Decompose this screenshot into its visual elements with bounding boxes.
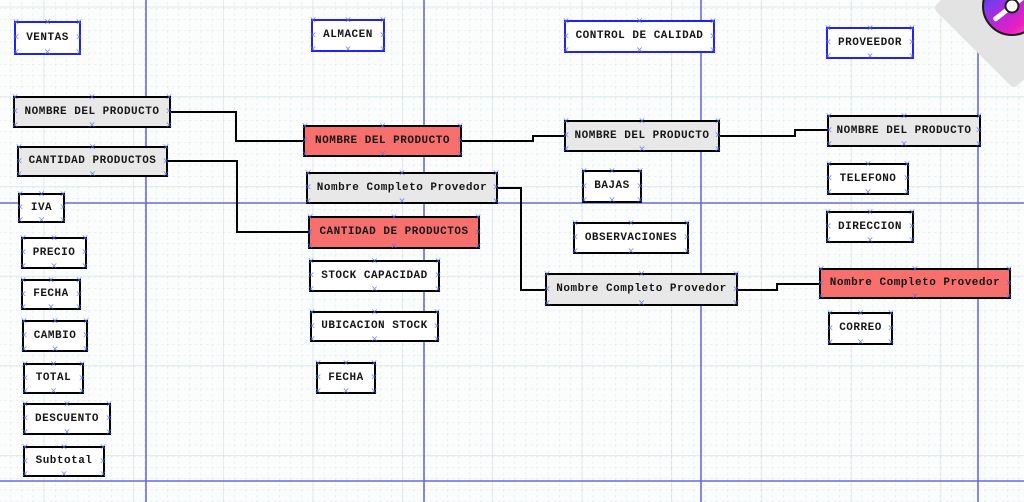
proveedor-correo-label: CORREO: [839, 322, 882, 335]
ventas-cantidad-productos-label: CANTIDAD PRODUCTOS: [28, 155, 157, 168]
connection-point-marker: ×: [11, 106, 19, 117]
proveedor-correo[interactable]: CORREO××××××××: [826, 309, 895, 347]
control-nombre-completo-provedor[interactable]: Nombre Completo Provedor××××××××: [543, 270, 740, 308]
almacen-nombre-completo-provedor-label: Nombre Completo Provedor: [316, 181, 488, 194]
connection-point-marker: ×: [307, 270, 315, 281]
proveedor-telefono[interactable]: TELEFONO××××××××: [825, 160, 911, 197]
ventas-total[interactable]: TOTAL××××××××: [21, 360, 86, 396]
connection-point-marker: ×: [817, 278, 825, 288]
ventas-nombre-del-producto-label: NOMBRE DEL PRODUCTO: [24, 105, 160, 118]
connection-point-marker: ×: [301, 135, 309, 146]
ventas-subtotal[interactable]: Subtotal××××××××: [21, 443, 107, 479]
ventas-cantidad-productos[interactable]: CANTIDAD PRODUCTOS××××××××: [15, 143, 170, 179]
connection-point-marker: ×: [20, 330, 28, 341]
control-nombre-completo-provedor-label: Nombre Completo Provedor: [556, 283, 727, 296]
connection-point-marker: ×: [580, 181, 588, 191]
connection-point-marker: ×: [19, 247, 27, 258]
connection-point-marker: ×: [19, 289, 27, 299]
control-bajas-label: BAJAS: [594, 180, 630, 193]
ventas-nombre-del-producto[interactable]: NOMBRE DEL PRODUCTO××××××××: [11, 93, 173, 130]
connection-point-marker: ×: [825, 173, 833, 184]
almacen-ubicacion-stock[interactable]: UBICACION STOCK××××××××: [308, 308, 441, 344]
connection-point-marker: ×: [304, 182, 312, 193]
header-ventas[interactable]: VENTAS××××××××: [12, 18, 83, 57]
connection-point-marker: ×: [21, 373, 29, 383]
ventas-iva-label: IVA: [30, 201, 53, 214]
connection-point-marker: ×: [824, 37, 832, 48]
edge-ventas-cantidad-to-almacen-cantidad[interactable]: [168, 160, 308, 233]
header-almacen[interactable]: ALMACEN××××××××: [309, 16, 387, 54]
almacen-fecha-label: FECHA: [328, 371, 364, 384]
edge-control-provedor-to-proveedor-provedor[interactable]: [738, 283, 819, 291]
connection-point-marker: ×: [543, 284, 551, 294]
ventas-total-label: TOTAL: [35, 372, 72, 385]
connection-point-marker: ×: [12, 32, 20, 43]
ventas-cambio-label: CAMBIO: [33, 329, 77, 342]
almacen-nombre-completo-provedor[interactable]: Nombre Completo Provedor××××××××: [304, 169, 500, 206]
almacen-ubicacion-stock-label: UBICACION STOCK: [321, 320, 428, 333]
connection-point-marker: ×: [314, 372, 322, 383]
connection-point-marker: ×: [306, 227, 314, 237]
ventas-precio[interactable]: PRECIO××××××××: [19, 234, 89, 271]
almacen-stock-capacidad-label: STOCK CAPACIDAD: [321, 269, 428, 282]
header-almacen-label: ALMACEN: [323, 29, 373, 42]
almacen-cantidad-de-productos-label: CANTIDAD DE PRODUCTOS: [319, 226, 469, 239]
almacen-fecha[interactable]: FECHA××××××××: [314, 359, 378, 396]
connection-point-marker: ×: [826, 323, 834, 333]
connection-point-marker: ×: [562, 130, 570, 141]
control-nombre-del-producto-label: NOMBRE DEL PRODUCTO: [574, 129, 710, 142]
connection-point-marker: ×: [824, 221, 832, 232]
header-control-de-calidad-label: CONTROL DE CALIDAD: [575, 30, 704, 43]
connection-point-marker: ×: [21, 413, 29, 424]
header-proveedor-label: PROVEEDOR: [838, 36, 902, 49]
proveedor-direccion[interactable]: DIRECCION××××××××: [824, 208, 916, 245]
connection-point-marker: ×: [16, 202, 24, 213]
ventas-cambio[interactable]: CAMBIO××××××××: [20, 317, 90, 354]
connection-point-marker: ×: [571, 232, 579, 243]
edge-almacen-provedor-to-control-provedor[interactable]: [498, 187, 545, 291]
proveedor-nombre-completo-provedor-label: Nombre Completo Provedor: [829, 277, 1001, 290]
control-nombre-del-producto[interactable]: NOMBRE DEL PRODUCTO××××××××: [562, 117, 722, 154]
ventas-precio-label: PRECIO: [32, 246, 76, 259]
ventas-iva[interactable]: IVA××××××××: [16, 190, 67, 225]
control-observaciones[interactable]: OBSERVACIONES××××××××: [571, 219, 691, 256]
header-control-de-calidad[interactable]: CONTROL DE CALIDAD××××××××: [562, 17, 717, 55]
almacen-nombre-del-producto-label: NOMBRE DEL PRODUCTO: [315, 134, 450, 147]
proveedor-nombre-del-producto-label: NOMBRE DEL PRODUCTO: [836, 124, 972, 137]
proveedor-nombre-completo-provedor[interactable]: Nombre Completo Provedor××××××××: [817, 265, 1013, 301]
ventas-fecha[interactable]: FECHA××××××××: [19, 276, 83, 312]
proveedor-nombre-del-producto[interactable]: NOMBRE DEL PRODUCTO××××××××: [825, 112, 983, 149]
connection-point-marker: ×: [562, 31, 570, 41]
proveedor-direccion-label: DIRECCION: [838, 220, 902, 233]
connection-point-marker: ×: [308, 321, 316, 331]
almacen-nombre-del-producto[interactable]: NOMBRE DEL PRODUCTO××××××××: [301, 122, 464, 159]
control-observaciones-label: OBSERVACIONES: [584, 231, 678, 244]
connection-point-marker: ×: [825, 125, 833, 136]
ventas-fecha-label: FECHA: [33, 288, 69, 301]
almacen-cantidad-de-productos[interactable]: CANTIDAD DE PRODUCTOS××××××××: [306, 213, 482, 251]
edge-ventas-nombre-to-almacen-nombre[interactable]: [171, 111, 303, 142]
ventas-descuento[interactable]: DESCUENTO××××××××: [21, 400, 113, 437]
ventas-descuento-label: DESCUENTO: [35, 412, 99, 425]
connection-point-marker: ×: [309, 30, 317, 40]
proveedor-telefono-label: TELEFONO: [839, 172, 897, 185]
disc-hole: [1004, 0, 1020, 14]
control-bajas[interactable]: BAJAS××××××××: [580, 167, 644, 205]
connection-point-marker: ×: [21, 456, 29, 466]
ventas-subtotal-label: Subtotal: [35, 455, 93, 468]
header-proveedor[interactable]: PROVEEDOR××××××××: [824, 24, 916, 61]
header-ventas-label: VENTAS: [26, 31, 69, 44]
edge-control-nombre-to-proveedor-nombre[interactable]: [720, 129, 827, 137]
connection-point-marker: ×: [15, 156, 23, 166]
edge-almacen-nombre-to-control-nombre[interactable]: [462, 135, 564, 142]
almacen-stock-capacidad[interactable]: STOCK CAPACIDAD××××××××: [307, 257, 442, 294]
